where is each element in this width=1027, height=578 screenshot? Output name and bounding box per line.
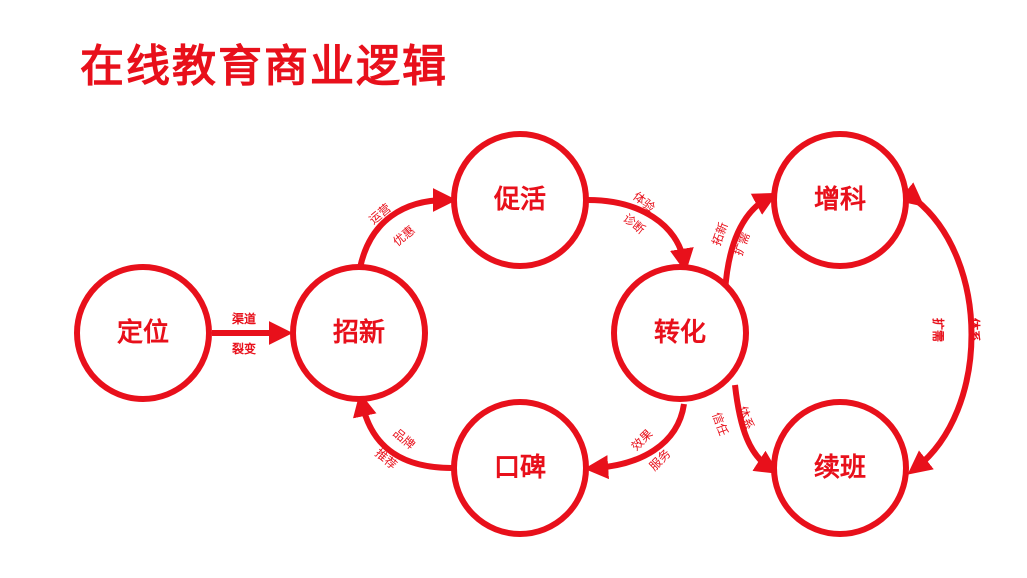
edge-label-zhuanhua-zengke-1: 拓新 — [708, 220, 730, 248]
node-zengke-circle — [771, 131, 909, 269]
node-cuhuo: 促活 — [451, 131, 589, 269]
node-zengke: 增科 — [771, 131, 909, 269]
node-zengke-label: 增科 — [814, 184, 866, 215]
arrow-cuhuo-to-zhuanhua — [587, 197, 694, 273]
arrow-koubei-to-zhaoxin — [353, 392, 453, 471]
node-xuban-circle — [771, 399, 909, 537]
arrow-zhaoxin-to-cuhuo — [357, 188, 457, 269]
node-koubei-label: 口碑 — [494, 453, 546, 483]
node-zhuanhua-circle — [611, 264, 749, 402]
edge-label-dingwei-zhaoxin-1: 渠道 — [232, 311, 256, 326]
arrow-zhuanhua-to-koubei — [584, 403, 687, 480]
edge-label-koubei-zhaoxin-2: 推荐 — [372, 446, 399, 472]
edge-label-cuhuo-zhuanhua-1: 体验 — [630, 188, 658, 215]
node-koubei: 口碑 — [451, 399, 589, 537]
arrow-zengke-xuban-bidirectional — [898, 182, 975, 475]
node-cuhuo-label: 促活 — [493, 185, 546, 215]
edge-label-zhaoxin-cuhuo-2: 优惠 — [390, 223, 417, 249]
node-zhuanhua-label: 转化 — [654, 318, 706, 348]
node-xuban-label: 续班 — [814, 452, 866, 483]
edge-label-zengke-xuban-2: 扩需 — [931, 318, 946, 342]
edge-label-koubei-zhaoxin-1: 品牌 — [390, 426, 417, 452]
arrow-zhuanhua-to-xuban — [732, 384, 780, 474]
node-cuhuo-circle — [451, 131, 589, 269]
edge-label-zhuanhua-xuban-2: 信任 — [709, 410, 730, 437]
edge-label-dingwei-zhaoxin-2: 裂变 — [231, 341, 256, 356]
node-dingwei: 定位 — [74, 264, 212, 402]
node-dingwei-label: 定位 — [117, 317, 169, 348]
node-dingwei-circle — [74, 264, 212, 402]
node-koubei-circle — [451, 399, 589, 537]
node-zhaoxin: 招新 — [290, 264, 428, 402]
edge-label-zengke-xuban-1: 体系 — [967, 318, 982, 342]
node-xuban: 续班 — [771, 399, 909, 537]
node-zhaoxin-circle — [290, 264, 428, 402]
node-zhaoxin-label: 招新 — [333, 317, 385, 348]
arrow-zhuanhua-to-zengke — [722, 192, 778, 293]
page-title: 在线教育商业逻辑 — [80, 41, 448, 92]
node-zhuanhua: 转化 — [611, 264, 749, 402]
